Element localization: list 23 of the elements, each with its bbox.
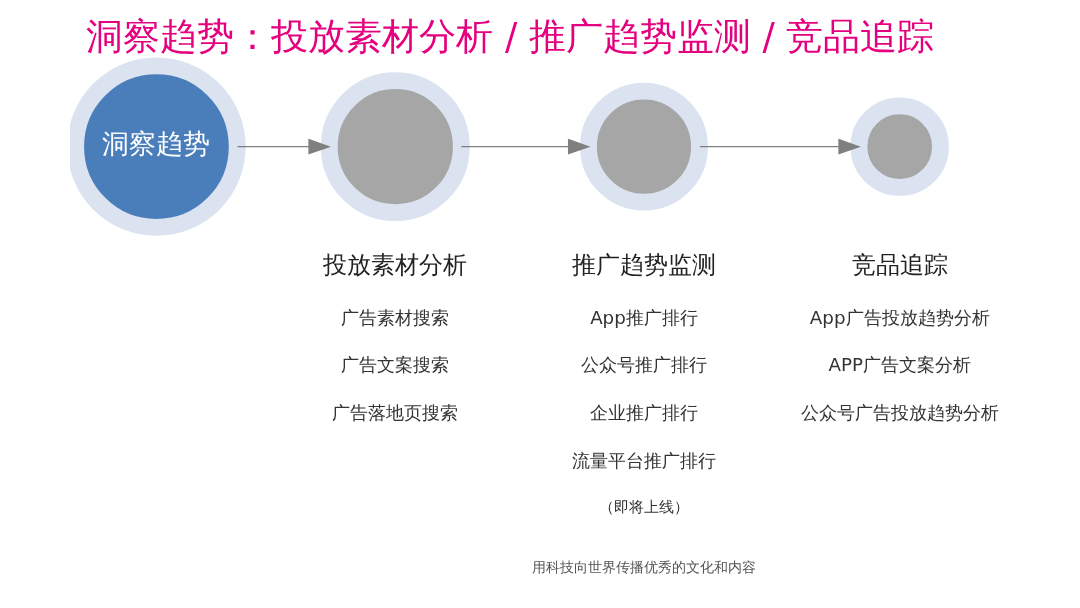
- label: 公众号广告投放趋势分析: [800, 402, 999, 424]
- arrow: [699, 138, 861, 155]
- label: App广告投放趋势分析: [809, 306, 990, 328]
- label: 推广趋势监测: [571, 251, 716, 280]
- label: 竞品追踪: [851, 251, 948, 280]
- label: 流量平台推广排行: [571, 449, 716, 471]
- node-circle: 洞察趋势: [70, 57, 246, 236]
- label: 公众号推广排行: [580, 354, 707, 376]
- label: （即将上线）: [598, 498, 689, 517]
- label: 广告落地页搜索: [332, 402, 459, 424]
- label: 广告文案搜索: [341, 354, 450, 376]
- label: 投放素材分析: [323, 251, 468, 280]
- arrow: [236, 138, 331, 155]
- diagram-title: 洞察趋势：投放素材分析 / 推广趋势监测 / 竞品追踪: [86, 14, 935, 58]
- label: 用科技向世界传播优秀的文化和内容: [531, 559, 756, 576]
- label: App推广排行: [590, 306, 698, 328]
- node-circle: [850, 97, 949, 196]
- label: 广告素材搜索: [341, 306, 450, 328]
- label: 企业推广排行: [589, 402, 698, 424]
- label: APP广告文案分析: [828, 354, 971, 376]
- arrow: [460, 138, 591, 155]
- node-circle: [320, 72, 470, 222]
- node-circle: [580, 82, 708, 211]
